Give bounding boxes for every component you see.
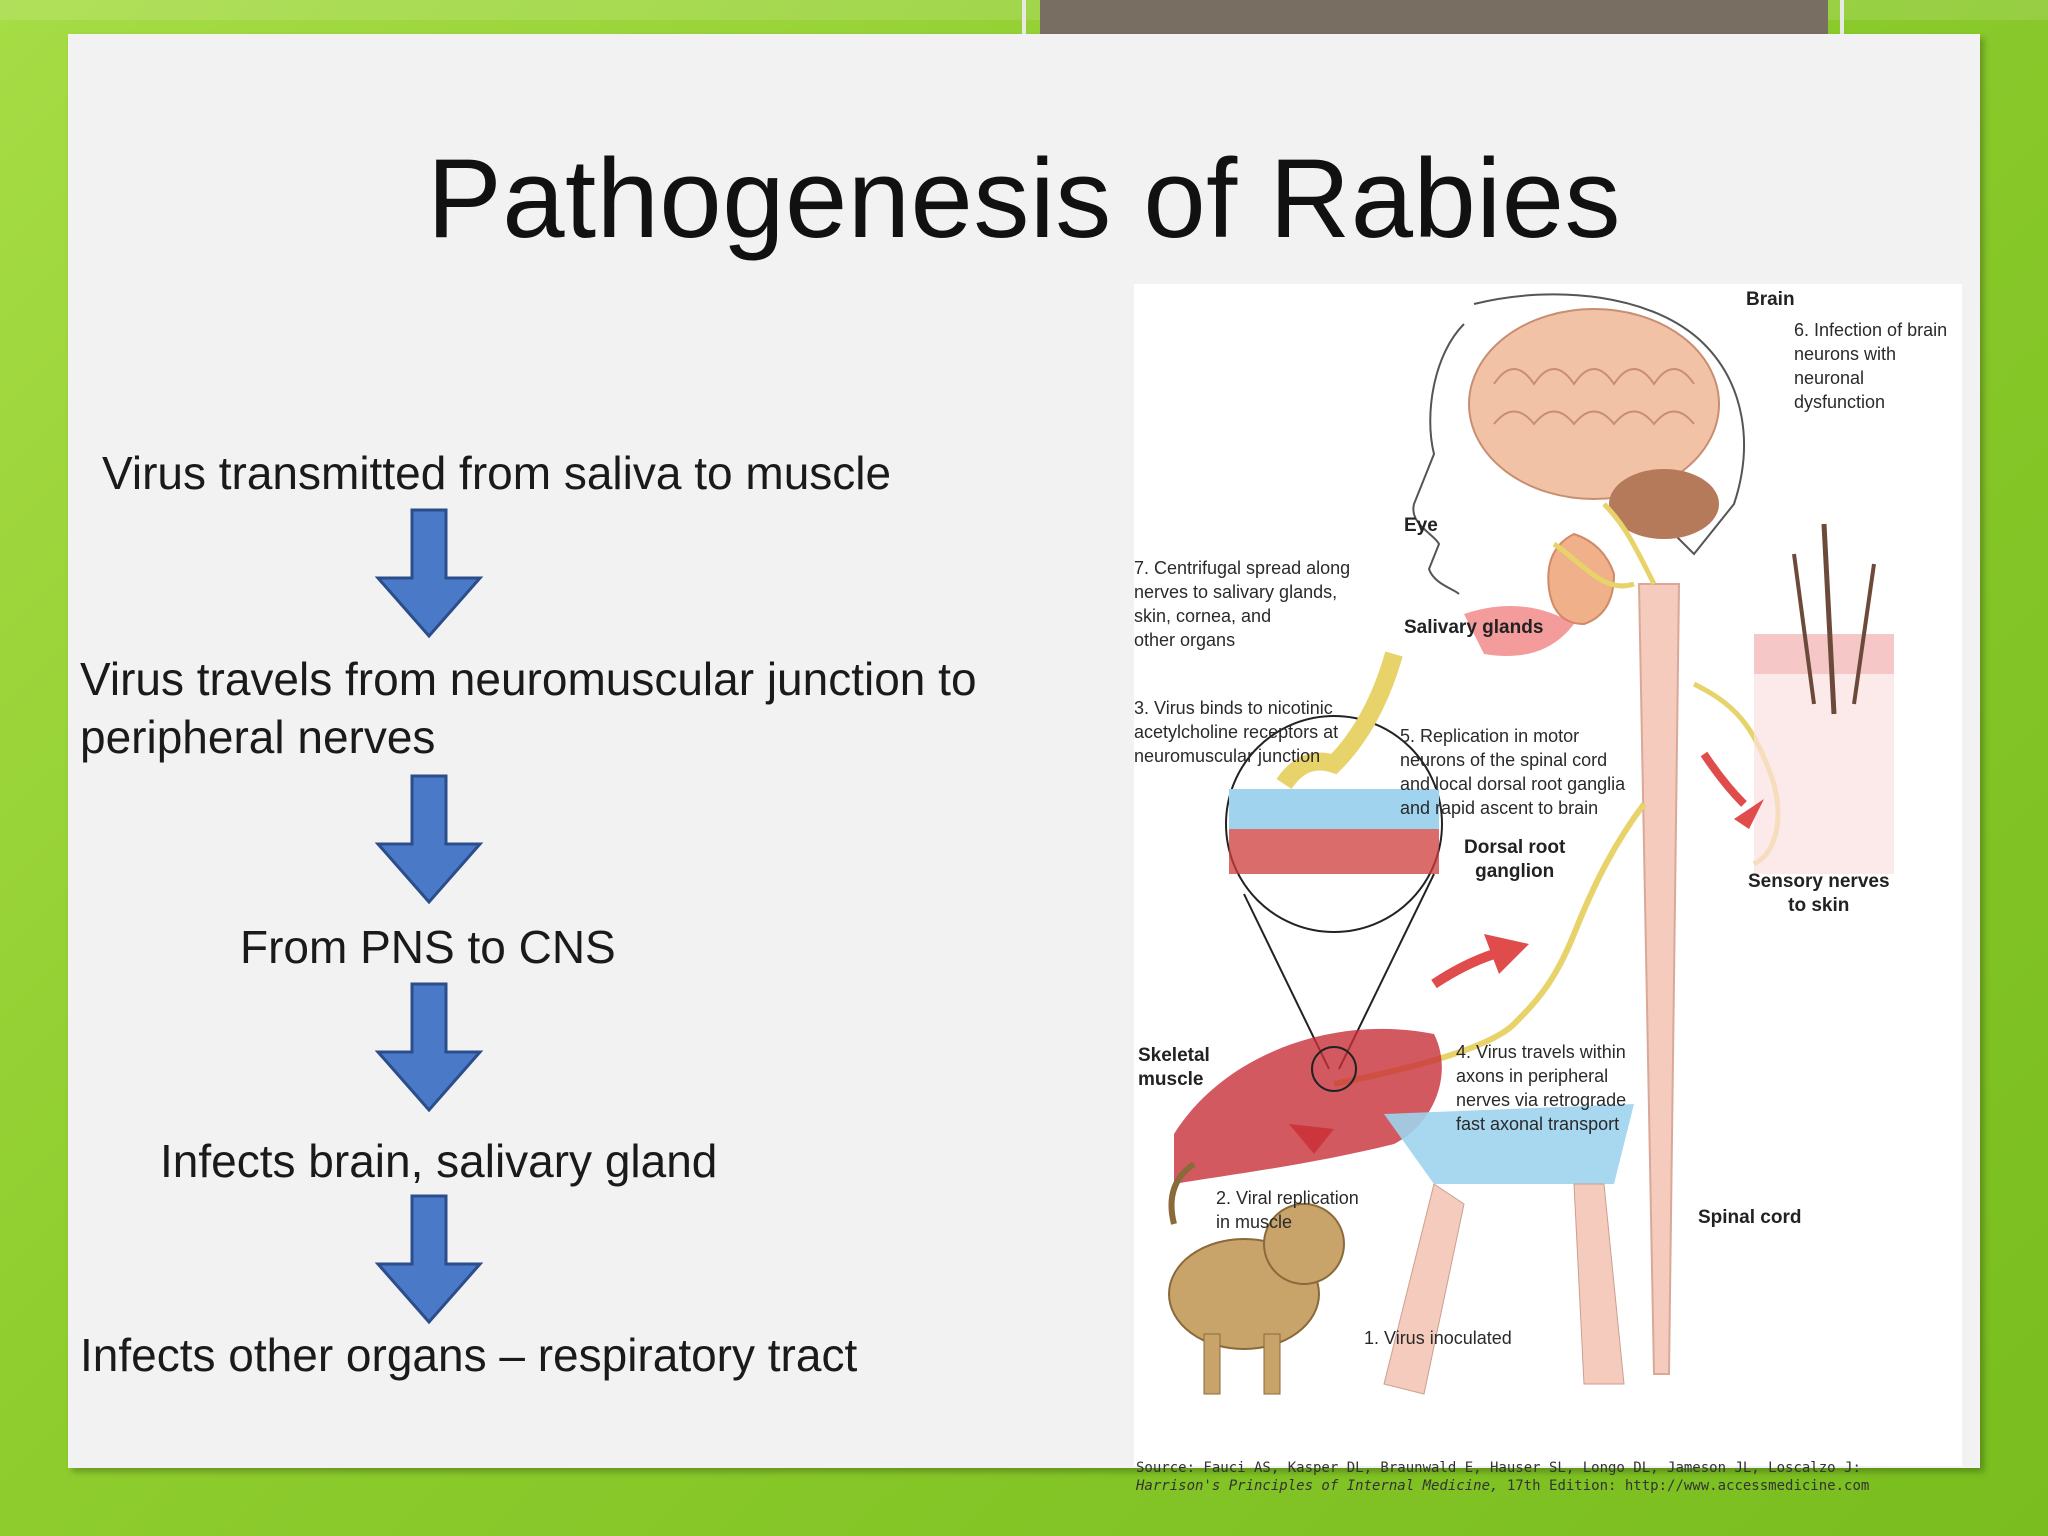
brain-icon [1468, 308, 1720, 500]
flow-step-1: Virus transmitted from saliva to muscle [102, 447, 892, 499]
flow-step-4: Infects brain, salivary gland [160, 1135, 718, 1187]
shorts [1384, 1104, 1634, 1184]
label-spinal-cord: Spinal cord [1698, 1207, 1802, 1228]
cerebellum [1609, 469, 1719, 539]
label-sensory: Sensory nerves to skin [1748, 871, 1890, 916]
label-brain: Brain [1746, 289, 1795, 310]
figure-source: Source: Fauci AS, Kasper DL, Braunwald E… [1136, 1459, 1962, 1495]
peripheral-nerve [1333, 802, 1647, 1087]
head-outline [1473, 293, 1745, 556]
flow-step-3: From PNS to CNS [240, 921, 616, 973]
pathogenesis-figure: Brain 6. Infection of brain neurons with… [1134, 284, 1962, 1494]
label-step1: 1. Virus inoculated [1364, 1328, 1512, 1348]
source-line-2: Harrison's Principles of Internal Medici… [1136, 1477, 1962, 1495]
skin [1754, 634, 1894, 674]
label-step4: 4. Virus travels within axons in periphe… [1456, 1042, 1627, 1134]
source-line-1: Source: Fauci AS, Kasper DL, Braunwald E… [1136, 1460, 1861, 1476]
down-arrow-icon [374, 1194, 484, 1324]
top-bar [1040, 0, 1828, 34]
spinal-cord [1637, 583, 1681, 1375]
label-drg: Dorsal root ganglion [1464, 837, 1566, 882]
mouth [1464, 606, 1574, 656]
label-step2: 2. Viral replication in muscle [1216, 1188, 1359, 1232]
label-step5: 5. Replication in motor neurons of the s… [1400, 726, 1626, 818]
slide: Pathogenesis of Rabies Virus transmitted… [68, 34, 1980, 1494]
source-edition: 17th Edition: http://www.accessmedicine.… [1498, 1478, 1870, 1494]
label-step6: 6. Infection of brain neurons with neuro… [1794, 320, 1948, 412]
label-step7: 7. Centrifugal spread along nerves to sa… [1134, 558, 1351, 650]
down-arrow-icon [374, 982, 484, 1112]
figure-drawing [1168, 293, 1894, 1395]
flow-step-2-cont: peripheral nerves [80, 711, 436, 763]
source-book-title: Harrison's Principles of Internal Medici… [1136, 1478, 1499, 1494]
top-bar-frame [1022, 0, 1844, 36]
label-salivary: Salivary glands [1404, 617, 1544, 638]
down-arrow-icon [374, 508, 484, 638]
label-skeletal-muscle: Skeletal muscle [1138, 1045, 1210, 1090]
down-arrow-icon [374, 774, 484, 904]
label-eye: Eye [1404, 515, 1438, 536]
skeletal-muscle [1174, 1028, 1442, 1184]
label-step3: 3. Virus binds to nicotinic acetylcholin… [1134, 698, 1339, 766]
flow-step-2: Virus travels from neuromuscular junctio… [80, 653, 977, 705]
flow-step-5: Infects other organs – respiratory tract [80, 1329, 858, 1381]
face-profile [1412, 323, 1465, 595]
slide-title: Pathogenesis of Rabies [427, 136, 1621, 261]
salivary-gland-icon [1547, 532, 1616, 626]
